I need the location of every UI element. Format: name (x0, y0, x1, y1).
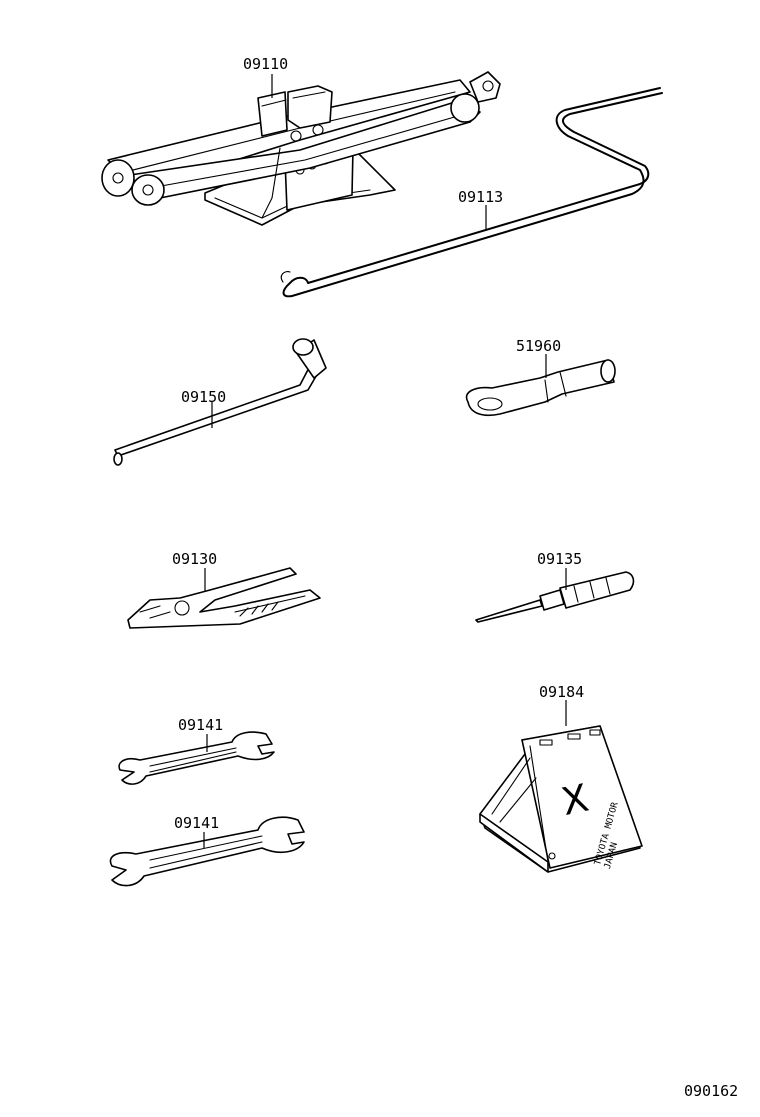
jack-handle-label: 09113 (458, 188, 503, 206)
wrench-large-illustration (109, 816, 305, 887)
jack-illustration (101, 71, 501, 226)
jack-label: 09110 (243, 55, 288, 73)
wrench-small-illustration (118, 731, 275, 785)
figure-number: 090162 (684, 1082, 738, 1100)
wheel-chock-illustration: X TOYOTA MOTOR JAPAN (479, 725, 643, 873)
wheel-nut-wrench-illustration (113, 338, 327, 466)
pliers-illustration (127, 567, 321, 629)
towing-eye-illustration (465, 359, 616, 417)
pliers-label: 09130 (172, 550, 217, 568)
wrench-large-label: 09141 (174, 814, 219, 832)
wheel-nut-wrench-label: 09150 (181, 388, 226, 406)
wrench-small-label: 09141 (178, 716, 223, 734)
jack-handle-illustration (280, 87, 663, 298)
screwdriver-label: 09135 (537, 550, 582, 568)
screwdriver-illustration (475, 571, 635, 623)
towing-eye-label: 51960 (516, 337, 561, 355)
wheel-chock-label: 09184 (539, 683, 584, 701)
